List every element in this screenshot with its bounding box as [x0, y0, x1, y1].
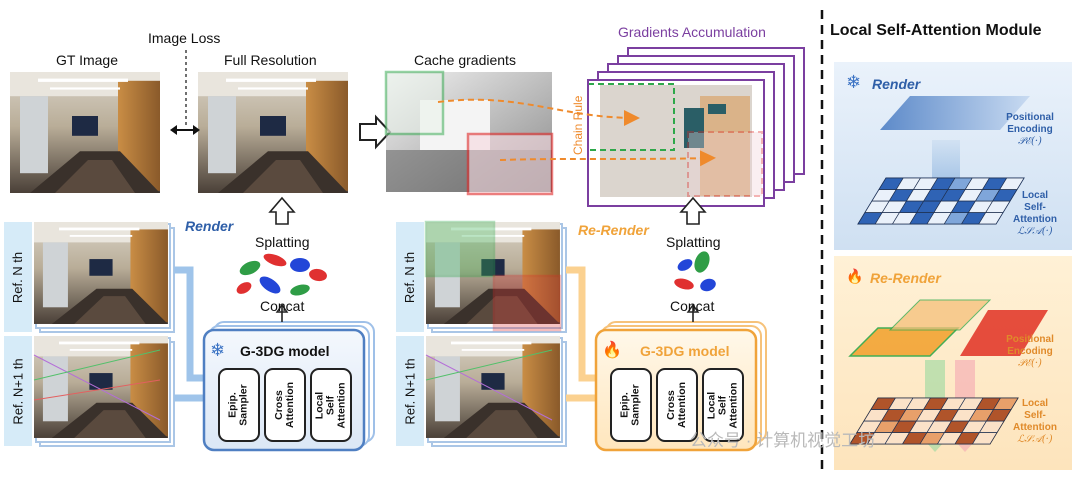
middle-epip-sampler-module: Epip. Sampler [610, 368, 652, 442]
cache-gradients-image [384, 70, 554, 196]
middle-ref-n1-stack [425, 336, 567, 447]
middle-rerender-label: Re-Render [578, 222, 649, 238]
attention-grid-cell [999, 177, 1025, 190]
side-render-label: Render [872, 76, 921, 92]
gradients-accumulation-label: Gradients Accumulation [618, 24, 766, 40]
full-resolution-label: Full Resolution [224, 52, 317, 68]
middle-local-self-attention-module: Local Self Attention [702, 368, 744, 442]
left-ref-n-stack [34, 222, 175, 333]
left-model-title: G-3DG model [240, 343, 330, 359]
middle-ref-n-stack [424, 220, 567, 333]
middle-model-title: G-3DG model [640, 343, 730, 359]
flame-icon: 🔥 [602, 342, 622, 359]
chain-rule-label: Chain Rule [571, 95, 585, 155]
middle-gaussian-splats [674, 251, 716, 292]
side-orange-grid [849, 397, 1019, 445]
left-splatting-label: Splatting [255, 234, 310, 250]
left-local-self-attention-module: Local Self Attention [310, 368, 352, 442]
watermark-text: 公众号 · 计算机视觉工坊 [690, 431, 876, 450]
side-flame-icon: 🔥 [846, 268, 864, 284]
left-ref-n1-stack [33, 336, 175, 447]
middle-concat-label: Concat [670, 298, 715, 314]
gt-image-label: GT Image [56, 52, 118, 68]
attention-grid-cell [992, 397, 1019, 410]
middle-splatting-label: Splatting [666, 234, 721, 250]
middle-ref-n-label: Ref. N th [402, 251, 418, 303]
side-rerender-label: Re-Render [870, 270, 941, 286]
left-ref-n-label: Ref. N th [10, 251, 26, 303]
left-concat-label: Concat [260, 298, 305, 314]
side-blue-grid [857, 177, 1025, 225]
left-gaussian-splats [236, 253, 327, 296]
middle-cross-attention-module: Cross Attention [656, 368, 698, 442]
gradients-accumulation-stack [587, 47, 805, 207]
cache-gradients-label: Cache gradients [414, 52, 516, 68]
left-epip-sampler-module: Epip. Sampler [218, 368, 260, 442]
image-loss-label: Image Loss [148, 30, 221, 46]
left-render-label: Render [185, 218, 234, 234]
gt-image [10, 72, 160, 193]
side-snowflake-icon: ❄ [846, 72, 862, 92]
snowflake-icon: ❄ [210, 340, 226, 360]
full-resolution-image [198, 72, 348, 193]
left-ref-n1-label: Ref. N+1 th [10, 357, 26, 425]
middle-ref-n1-label: Ref. N+1 th [402, 357, 418, 425]
side-panel-title: Local Self-Attention Module [830, 22, 1042, 39]
left-cross-attention-module: Cross Attention [264, 368, 306, 442]
